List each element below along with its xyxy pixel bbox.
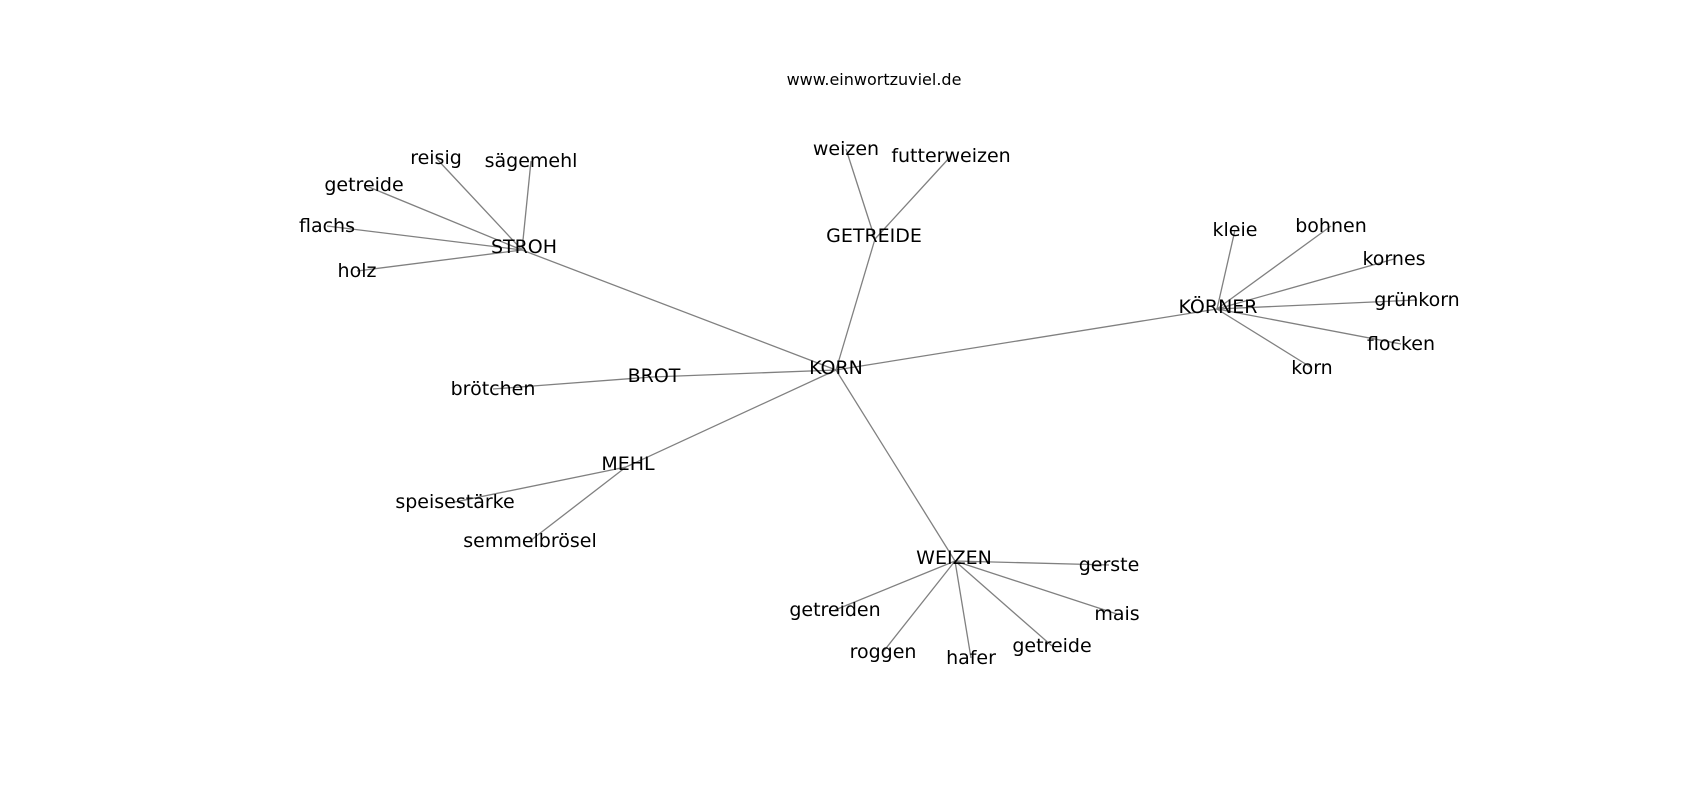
edge-weizen_hub-gerste (954, 560, 1110, 566)
node-brot: BROT (628, 365, 681, 387)
node-reisig: reisig (410, 147, 462, 169)
edge-stroh-flachs (326, 225, 523, 251)
node-weizen-hub: WEIZEN (916, 547, 992, 569)
graph-edges (326, 148, 1418, 659)
edge-weizen_hub-getreiden (834, 560, 956, 611)
node-holz: holz (338, 260, 377, 282)
node-kornes: kornes (1362, 248, 1425, 270)
edge-stroh-saegemehl (521, 160, 532, 251)
node-flocken: flocken (1367, 333, 1435, 355)
edge-mehl-speisestaerke (454, 466, 627, 503)
edge-stroh-holz (356, 249, 523, 272)
edge-koerner-korn_leaf (1216, 308, 1313, 369)
node-roggen: roggen (850, 641, 917, 663)
edge-koerner-kleie (1216, 229, 1236, 310)
edge-weizen_hub-mais (954, 560, 1118, 615)
node-korn-leaf: korn (1291, 357, 1332, 379)
node-gerste: gerste (1079, 554, 1140, 576)
edge-korn-brot (651, 369, 837, 378)
node-futterweizen: futterweizen (891, 145, 1010, 167)
node-koerner: KÖRNER (1179, 295, 1258, 318)
node-getreide-weizen: getreide (1012, 635, 1091, 657)
node-bohnen: bohnen (1295, 215, 1367, 237)
node-mais: mais (1094, 603, 1139, 625)
node-getreide-stroh: getreide (324, 174, 403, 196)
node-korn: KORN (809, 357, 863, 379)
edge-brot-broetchen (492, 376, 653, 390)
node-weizen: weizen (813, 138, 879, 160)
edge-korn-koerner (835, 308, 1218, 371)
edge-korn-getreide_hub (835, 238, 876, 371)
site-title: www.einwortzuviel.de (786, 70, 962, 89)
edge-korn-mehl (625, 369, 837, 468)
edge-stroh-getreide_stroh (363, 184, 523, 251)
node-semmelbroesel: semmelbrösel (463, 530, 597, 552)
edge-weizen_hub-hafer (954, 560, 972, 659)
edge-koerner-kornes (1216, 258, 1395, 310)
edge-getreide_hub-futterweizen (874, 155, 952, 240)
edge-stroh-reisig (435, 157, 523, 251)
node-getreiden: getreiden (789, 599, 880, 621)
node-saegemehl: sägemehl (485, 150, 578, 172)
edge-koerner-flocken (1216, 308, 1402, 345)
node-gruenkorn: grünkorn (1374, 289, 1459, 311)
graph-labels: KORN STROH GETREIDE KÖRNER BROT MEHL WEIZEN rei… (299, 138, 1460, 669)
node-getreide-hub: GETREIDE (826, 225, 922, 247)
edge-weizen_hub-getreide_weizen (954, 560, 1053, 647)
edge-koerner-gruenkorn (1216, 299, 1418, 310)
edge-koerner-bohnen (1216, 225, 1332, 310)
edge-korn-stroh (521, 249, 837, 371)
node-kleie: kleie (1213, 219, 1258, 241)
node-speisestaerke: speisestärke (395, 491, 514, 513)
edge-korn-weizen_hub (835, 369, 956, 562)
edge-mehl-semmelbroesel (529, 466, 627, 542)
edge-getreide_hub-weizen (845, 148, 876, 240)
edge-weizen_hub-roggen (882, 560, 956, 653)
node-hafer: hafer (946, 647, 996, 669)
node-broetchen: brötchen (451, 378, 536, 400)
node-stroh: STROH (491, 236, 557, 258)
node-flachs: flachs (299, 215, 355, 237)
node-mehl: MEHL (601, 453, 655, 475)
